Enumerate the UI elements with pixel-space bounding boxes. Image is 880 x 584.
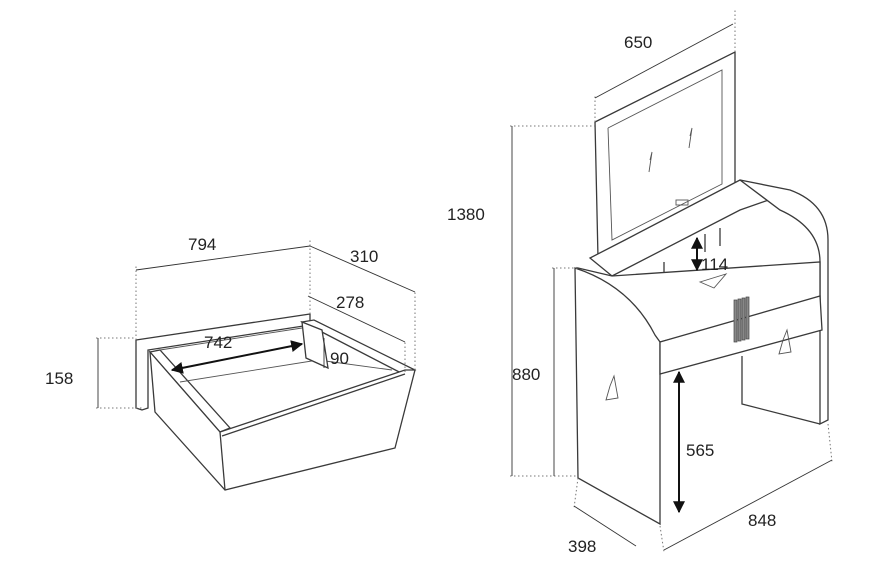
dim-total-height: 1380 (447, 205, 485, 224)
drawer-handle (733, 296, 750, 343)
dim-drawer-inner-width: 742 (204, 333, 232, 352)
dim-line-mirror-width (594, 23, 734, 99)
dim-table-width: 848 (748, 511, 776, 530)
dim-table-height: 880 (512, 365, 540, 384)
drawer-inner-post (301, 320, 329, 370)
dim-table-depth: 398 (568, 537, 596, 556)
right-panel-logo-icon (778, 328, 792, 355)
dim-knee-height: 565 (686, 441, 714, 460)
mirror-glint-right (688, 127, 693, 149)
mirror-glint-left (648, 151, 653, 173)
drawer-drawing: 794 310 278 742 90 158 (45, 235, 417, 491)
dressing-table-drawing: 650 1380 880 114 565 848 398 (447, 10, 833, 556)
dim-line-table-width (663, 459, 833, 551)
dim-line-drawer-width (135, 245, 311, 271)
dim-arrow-drawer-inner-width (170, 340, 304, 374)
table-right-panel (739, 179, 829, 426)
dim-drawer-inner-depth: 278 (336, 293, 364, 312)
mirror-badge-icon (675, 199, 689, 206)
drawer-front-panel (149, 350, 416, 491)
left-panel-logo-icon (605, 374, 619, 401)
dim-drawer-width: 794 (188, 235, 216, 254)
dim-shelf-gap: 114 (701, 255, 728, 274)
desk-logo-icon (698, 273, 728, 289)
dim-line-drawer-depth (309, 245, 416, 293)
dim-line-drawer-inner-depth (307, 295, 406, 343)
dim-drawer-inner-height: 90 (330, 349, 349, 368)
dim-drawer-depth: 310 (350, 247, 378, 266)
dim-mirror-width: 650 (624, 33, 652, 52)
dim-drawer-height: 158 (45, 369, 73, 388)
dim-line-table-depth (573, 505, 637, 547)
